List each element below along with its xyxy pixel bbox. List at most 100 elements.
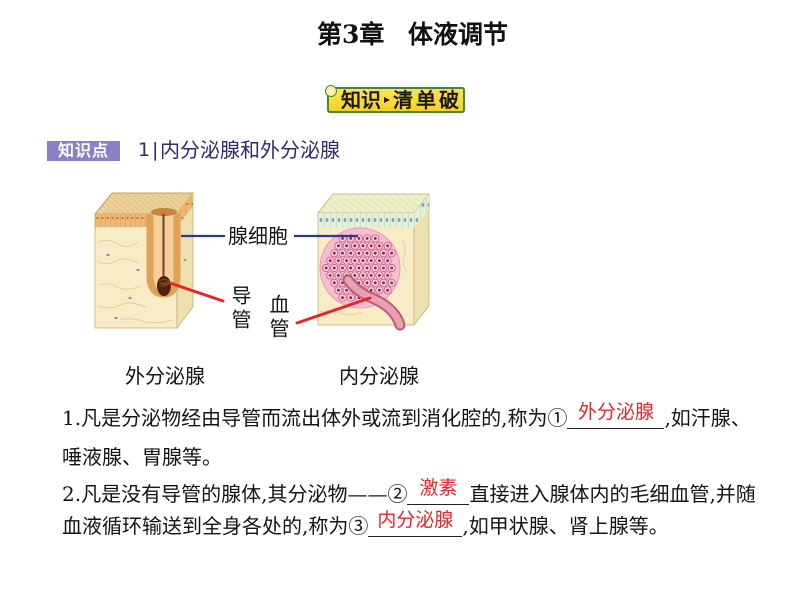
gland-cell-nucleus: [353, 274, 357, 277]
gland-cell-nucleus: [332, 251, 336, 255]
question-text: 1.凡是分泌物经由导管而流出体外或流到消化腔的,称为①: [62, 406, 568, 430]
gland-cell-nucleus: [357, 266, 361, 270]
gland-cell-nucleus: [369, 288, 373, 292]
connective-fiber: [97, 258, 139, 265]
triangle-separator-icon: [384, 97, 390, 103]
gland-cell-nucleus: [373, 266, 377, 270]
vessel-pointer: [295, 296, 372, 325]
gland-cell-nucleus: [373, 237, 377, 240]
exocrine-secretory-coil-detail: [158, 279, 170, 287]
gland-cell-nucleus: [349, 266, 353, 270]
gland-cell-nucleus: [332, 281, 336, 285]
gland-cell-nucleus: [353, 244, 357, 248]
gland-cell-label: 腺细胞: [228, 224, 288, 248]
gland-cell-nucleus: [324, 266, 328, 270]
gland-cell-nucleus: [341, 266, 344, 270]
question-text: ,如汗腺、: [664, 406, 751, 430]
badge-label-part1: 知识: [341, 88, 381, 112]
connective-fiber: [98, 283, 142, 290]
gland-cell-nucleus: [382, 281, 385, 285]
connective-fiber: [97, 240, 139, 247]
gland-cell-nucleus: [373, 281, 377, 285]
gland-cell-nucleus: [365, 281, 369, 285]
blood-vessel-lumen: [344, 276, 404, 329]
question-text: 血液循环输送到全身各处的,称为③: [62, 514, 369, 538]
duct-label: 导管: [228, 285, 252, 333]
gland-cell-nucleus: [390, 251, 394, 255]
gland-cell-nucleus: [353, 259, 357, 262]
tissue-nucleus: [128, 296, 132, 300]
duct-pointer: [168, 281, 225, 303]
tissue-nucleus: [183, 259, 187, 261]
endocrine-gland-caption: 内分泌腺: [339, 364, 419, 388]
section-separator: |: [152, 139, 159, 161]
connective-fiber: [319, 310, 363, 316]
answer-text-2: 激素: [419, 477, 458, 499]
gland-cell-nucleus: [365, 266, 369, 270]
gland-cell-nucleus: [345, 244, 348, 248]
gland-cell-nucleus: [357, 251, 361, 255]
exocrine-gland-illustration: [94, 191, 194, 330]
gland-cell-nucleus: [382, 251, 385, 255]
gland-cell-nucleus: [386, 259, 389, 262]
gland-cell-nucleus: [337, 259, 340, 262]
exocrine-duct-opening: [151, 208, 177, 216]
endocrine-top-face: [317, 193, 430, 214]
tissue-nucleus: [114, 316, 118, 320]
gland-cell-nucleus: [369, 259, 373, 262]
section-heading: 内分泌腺和外分泌腺: [160, 138, 340, 162]
question-text: ,如甲状腺、肾上腺等。: [462, 514, 669, 538]
question-1-line-2: 唾液腺、胃腺等。: [62, 444, 222, 470]
answer-blank-2: 激素: [407, 478, 470, 505]
gland-cell-nucleus: [328, 274, 332, 277]
gland-cell-nucleus: [341, 237, 344, 240]
question-text: 直接进入腺体内的毛细血管,并随: [469, 482, 756, 506]
gland-cell-nucleus: [341, 296, 344, 299]
gland-cell-nucleus: [382, 266, 385, 270]
exocrine-side-epidermis: [177, 193, 193, 227]
gland-cell-nucleus: [332, 266, 336, 270]
answer-text-3: 内分泌腺: [377, 509, 454, 531]
question-2-line-2: 血液循环输送到全身各处的,称为③ 内分泌腺 ,如甲状腺、肾上腺等。: [62, 510, 669, 539]
gland-cell-nucleus: [386, 288, 389, 292]
chapter-number: 第3章: [317, 20, 385, 49]
blood-vessel-label: 血管: [266, 294, 290, 342]
endocrine-epithelium: [318, 213, 414, 228]
connective-fiber: [119, 318, 173, 324]
gland-cell-nucleus: [378, 288, 381, 292]
gland-cell-nucleus: [365, 237, 369, 240]
gland-cell-nucleus: [337, 244, 340, 248]
question-text: 2.凡是没有导管的腺体,其分泌物——②: [62, 482, 408, 506]
endocrine-side-epithelium: [414, 194, 429, 228]
gland-cell-nucleus: [345, 259, 348, 262]
tissue-nucleus: [136, 268, 140, 272]
gland-cell-nucleus: [361, 244, 365, 248]
answer-blank-3: 内分泌腺: [368, 510, 463, 537]
gland-cell-nucleus: [345, 288, 348, 292]
gland-cell-nucleus: [365, 251, 369, 255]
badge-label-part2: 清单破: [393, 88, 462, 112]
gland-cell-nucleus: [378, 259, 381, 262]
connective-fiber: [97, 302, 147, 309]
gland-cell-nucleus: [373, 251, 377, 255]
gland-cell-nucleus: [349, 237, 353, 240]
exocrine-top-face: [94, 192, 194, 215]
gland-cell-nucleus: [390, 281, 394, 285]
knowledge-point-tag: 知识点: [47, 141, 120, 161]
gland-cell-nucleus: [390, 266, 394, 270]
gland-cell-nucleus: [369, 244, 373, 248]
exocrine-gland-caption: 外分泌腺: [125, 364, 205, 388]
gland-cell-nucleus: [357, 237, 361, 240]
answer-blank-1: 外分泌腺: [567, 402, 665, 429]
gland-cell-nucleus: [369, 274, 373, 277]
gland-cell-nucleus: [361, 259, 365, 262]
gland-cell-nucleus: [378, 274, 381, 277]
connective-fiber: [401, 239, 408, 273]
gland-cell-nucleus: [378, 244, 381, 248]
chapter-title: 体液调节: [408, 20, 509, 49]
badge-circle-icon: [325, 85, 337, 97]
gland-cell-nucleus: [328, 259, 332, 262]
endocrine-side-face: [413, 192, 430, 327]
